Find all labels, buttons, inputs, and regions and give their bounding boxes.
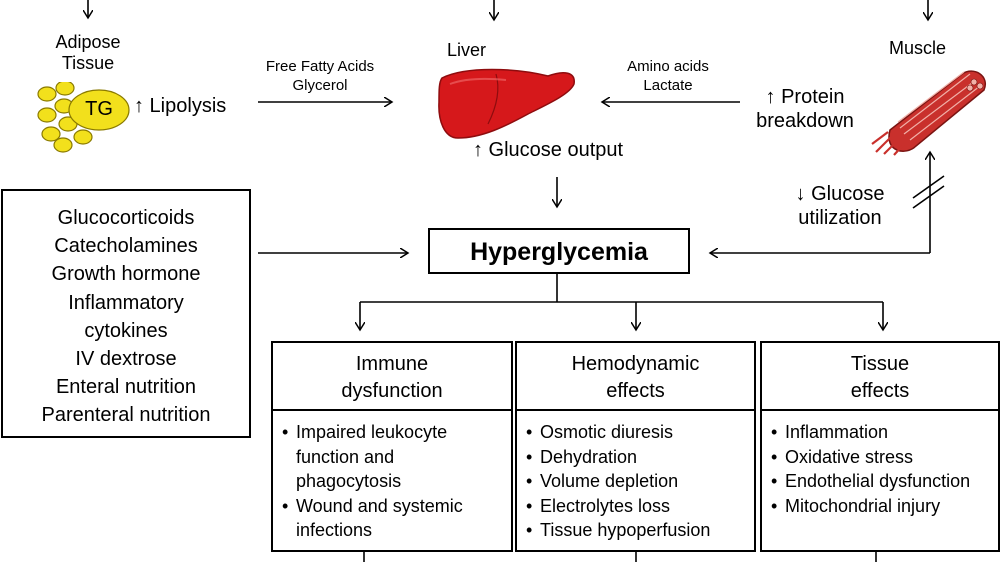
effect-list: Inflammation Oxidative stress Endothelia… <box>762 411 998 518</box>
effect-list: Osmotic diuresis Dehydration Volume depl… <box>517 411 754 543</box>
effect-list: Impaired leukocyte function and phagocyt… <box>273 411 511 543</box>
list-item: Electrolytes loss <box>526 494 746 519</box>
adipose-label: Adipose Tissue <box>55 32 121 73</box>
muscle-label: Muscle <box>889 38 947 58</box>
fatty-acids-label: Free Fatty Acids Glycerol <box>265 58 375 94</box>
glucose-output-label: ↑ Glucose output <box>473 139 624 161</box>
list-item: Endothelial dysfunction <box>771 469 990 494</box>
liver-label: Liver <box>447 40 487 60</box>
list-item: Inflammation <box>771 420 990 445</box>
causes-box: Glucocorticoids Catecholamines Growth ho… <box>1 189 251 438</box>
amino-acids-label: Amino acids Lactate <box>627 58 709 94</box>
list-item: Wound and systemic infections <box>282 494 503 543</box>
block-mark-2 <box>912 175 945 199</box>
liver-icon <box>438 68 575 139</box>
list-item: Mitochondrial injury <box>771 494 990 519</box>
hyperglycemia-box: Hyperglycemia <box>428 228 690 274</box>
cause-item: Catecholamines <box>54 235 198 258</box>
cause-item: Parenteral nutrition <box>41 404 211 427</box>
lipolysis-label: ↑ Lipolysis <box>134 95 227 117</box>
cause-item: Glucocorticoids <box>57 207 195 229</box>
cause-item: Growth hormone <box>51 263 201 286</box>
list-item: Volume depletion <box>526 469 746 494</box>
effect-title: Hemodynamic effects <box>517 343 754 411</box>
cause-item: Inflammatory <box>68 291 184 314</box>
effect-title: Tissue effects <box>762 343 998 411</box>
effect-title: Immune dysfunction <box>273 343 511 411</box>
glucose-utilization-label: ↓ Glucose utilization <box>795 183 885 229</box>
list-item: Oxidative stress <box>771 445 990 470</box>
cause-item: Enteral nutrition <box>55 376 197 399</box>
cause-item: IV dextrose <box>75 348 177 371</box>
effect-box-immune: Immune dysfunction Impaired leukocyte fu… <box>271 341 513 552</box>
list-item: Dehydration <box>526 445 746 470</box>
list-item: Impaired leukocyte function and phagocyt… <box>282 420 503 494</box>
block-mark-1 <box>912 185 945 209</box>
effect-box-tissue: Tissue effects Inflammation Oxidative st… <box>760 341 1000 552</box>
protein-breakdown-label: ↑ Protein breakdown <box>756 86 854 132</box>
effect-box-hemodynamic: Hemodynamic effects Osmotic diuresis Deh… <box>515 341 756 552</box>
cause-item: cytokines <box>84 319 168 342</box>
list-item: Osmotic diuresis <box>526 420 746 445</box>
fat-cells-icon <box>37 82 130 153</box>
list-item: Tissue hypoperfusion <box>526 518 746 543</box>
muscle-icon <box>871 70 987 156</box>
tg-label: TG <box>85 98 113 120</box>
